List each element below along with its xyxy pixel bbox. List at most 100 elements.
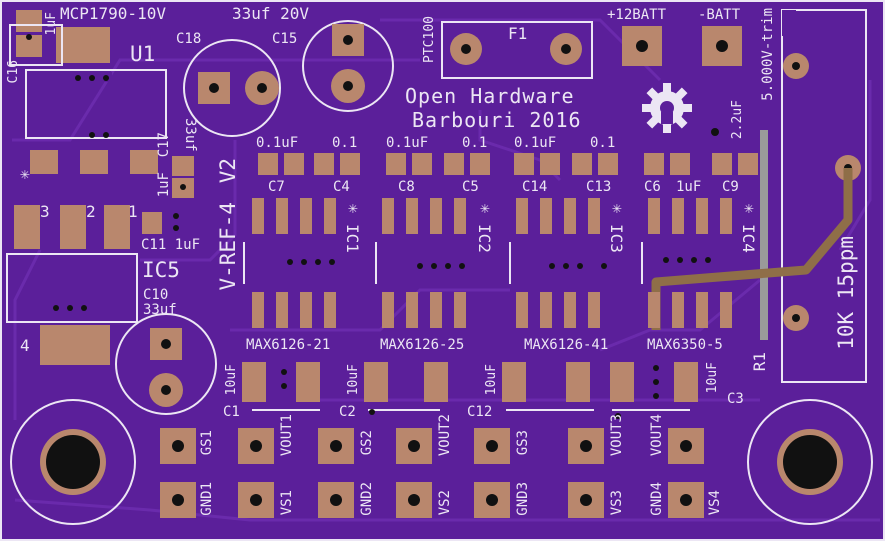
part-label: MAX6126-21 xyxy=(246,337,331,353)
test-point-label: VOUT1 xyxy=(279,414,295,457)
test-point-label: VOUT3 xyxy=(609,414,625,457)
c15-label: C15 xyxy=(272,31,298,47)
pin1-marker-icon: ✳ xyxy=(612,198,622,217)
trim-wiper xyxy=(760,130,768,340)
mount-hole-outline xyxy=(10,399,136,525)
test-point-label: VOUT4 xyxy=(649,414,665,457)
c11-label: C11 1uF xyxy=(141,237,201,253)
cap-name: C6 xyxy=(644,179,661,195)
cap-name: 1uF xyxy=(676,179,702,195)
cap-value: 0.1 xyxy=(332,135,358,151)
pin1-marker-icon: ✳ xyxy=(20,164,30,183)
c18-outline xyxy=(183,39,281,137)
ic5-outline xyxy=(6,253,138,323)
test-point-label: GS3 xyxy=(515,430,531,456)
part-label: MAX6350-5 xyxy=(647,337,723,353)
via xyxy=(26,34,32,40)
c17-value: 1uF xyxy=(156,172,172,198)
c15-outline xyxy=(302,20,394,112)
c3-label: C3 xyxy=(727,391,744,407)
ic-silk xyxy=(243,242,690,411)
bottom-cap-value: 10uF xyxy=(484,364,499,396)
cap-value: 0.1 xyxy=(590,135,616,151)
cap-name: C9 xyxy=(722,179,739,195)
ic-name: IC4 xyxy=(739,224,758,253)
test-point-label: GND1 xyxy=(199,482,215,516)
test-point-label: GS1 xyxy=(199,430,215,456)
ptc-label: PTC100 xyxy=(422,16,437,63)
r1-value: 10K 15ppm xyxy=(834,236,858,350)
cap-name: C8 xyxy=(398,179,415,195)
ic-name: IC2 xyxy=(475,224,494,253)
c18-value: 33uf xyxy=(182,118,198,152)
pin1-marker-icon: ✳ xyxy=(348,198,358,217)
mount-hole xyxy=(46,435,100,489)
test-point-label: GS2 xyxy=(359,430,375,456)
bottom-cap-name: C12 xyxy=(467,404,493,420)
pad xyxy=(16,35,42,57)
c10-label: C10 xyxy=(143,287,169,303)
pin3-label: 3 xyxy=(40,202,50,221)
batt-pos-label: +12BATT xyxy=(607,7,667,23)
title-barbouri: Barbouri 2016 xyxy=(412,108,582,132)
bottom-cap-name: C1 xyxy=(223,404,240,420)
cap-name: C7 xyxy=(268,179,285,195)
silk-box xyxy=(9,24,63,66)
cap-name: C14 xyxy=(522,179,548,195)
cap-value: 0.1 xyxy=(462,135,488,151)
cap-name: C5 xyxy=(462,179,479,195)
f1-label: F1 xyxy=(508,24,528,43)
cap-name: C13 xyxy=(586,179,612,195)
c17-label: C17 xyxy=(156,132,172,158)
vref-label: V-REF-4 xyxy=(216,202,240,291)
c10-value: 33uf xyxy=(143,302,177,318)
pad xyxy=(16,10,42,32)
bottom-caps xyxy=(242,362,698,402)
cap-value: 0.1uF xyxy=(386,135,429,151)
part-label: MAX6126-25 xyxy=(380,337,465,353)
u1-notch xyxy=(80,72,112,82)
smd-caps xyxy=(258,153,758,175)
cap-value: 0.1uF xyxy=(256,135,299,151)
cap-value: 0.1uF xyxy=(514,135,557,151)
pad xyxy=(56,27,110,63)
part-label: MAX6126-41 xyxy=(524,337,609,353)
test-point-label: VS1 xyxy=(279,490,295,516)
pin2-label: 2 xyxy=(86,202,96,221)
mount-hole xyxy=(783,435,837,489)
c16-label: C16 xyxy=(6,60,21,84)
c16-value: 1uF xyxy=(44,12,59,36)
test-point-label: GND3 xyxy=(515,482,531,516)
test-point-pads xyxy=(160,428,704,518)
r1-outline xyxy=(781,9,867,383)
ic-pads xyxy=(252,198,732,328)
mcp-label: MCP1790-10V xyxy=(60,4,166,23)
pin4-label: 4 xyxy=(20,336,30,355)
f1-outline xyxy=(441,21,593,79)
ic-name: IC1 xyxy=(343,224,362,253)
oshw-gear-icon xyxy=(642,83,692,133)
cap-name: C4 xyxy=(333,179,350,195)
bottom-cap-value: 10uF xyxy=(705,362,720,394)
test-point-label: VOUT2 xyxy=(437,414,453,457)
batt-neg-label: -BATT xyxy=(698,7,741,23)
ic5-label: IC5 xyxy=(142,258,180,282)
c10-outline xyxy=(115,313,217,415)
u1-outline xyxy=(25,69,167,139)
u1-label: U1 xyxy=(130,42,156,66)
mount-hole-outline xyxy=(747,399,873,525)
pin1-label: 1 xyxy=(128,202,138,221)
cap-value: 2.2uF xyxy=(730,100,745,140)
pin1-marker-icon: ✳ xyxy=(480,198,490,217)
v2-label: V2 xyxy=(216,158,240,184)
trim-label: 5.000V-trim xyxy=(760,8,776,101)
bottom-cap-value: 10uF xyxy=(224,364,239,396)
test-point-label: VS3 xyxy=(609,490,625,516)
test-point-label: VS2 xyxy=(437,490,453,516)
c18-label: C18 xyxy=(176,31,202,47)
test-point-label: GND2 xyxy=(359,482,375,516)
pin1-marker-icon: ✳ xyxy=(744,198,754,217)
